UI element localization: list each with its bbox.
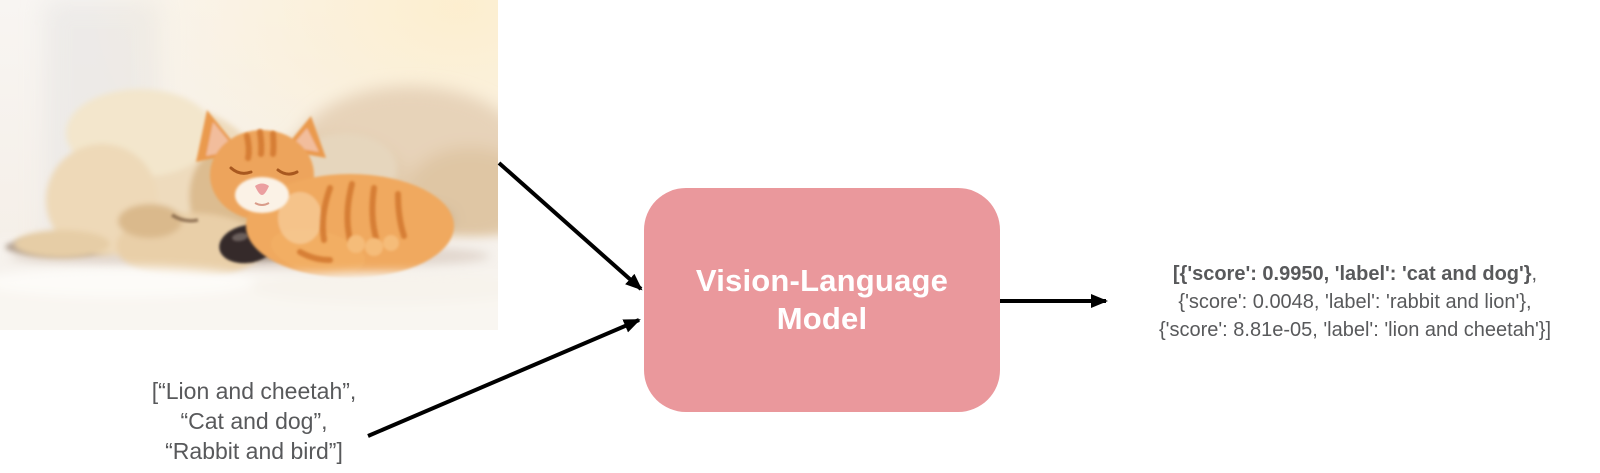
pet-photo-illustration [0,0,498,330]
candidate-label-line-2: “Cat and dog”, [180,408,328,434]
model-label-line-2: Model [776,301,868,336]
output-scores: [{'score': 0.9950, 'label': 'cat and dog… [1113,260,1597,344]
output-line-1: [{'score': 0.9950, 'label': 'cat and dog… [1113,260,1597,288]
kitten-mouth [254,202,270,206]
output-line-3: {'score': 8.81e-05, 'label': 'lion and c… [1158,319,1552,341]
arrow-image-to-model [497,161,643,291]
carpet-foreground [0,267,498,330]
kitten-closed-eyes [229,166,299,176]
model-label: Vision-Language Model [696,262,948,338]
kitten-stripes [244,129,407,263]
input-image [0,0,498,330]
kitten-nose [255,183,269,195]
model-label-line-1: Vision-Language [695,263,949,298]
candidate-label-line-1: [“Lion and cheetah”, [151,378,357,404]
kitten [196,110,454,278]
puppy-closed-eye [171,213,199,223]
model-box: Vision-Language Model [644,188,1000,412]
kitten-paw-toes [347,235,399,256]
output-line-1-tail: , [1531,263,1538,285]
output-line-2: {'score': 0.0048, 'label': 'rabbit and l… [1178,291,1532,313]
candidate-labels-list: [“Lion and cheetah”, “Cat and dog”, “Rab… [44,376,464,466]
candidate-label-line-3: “Rabbit and bird”] [165,438,343,464]
output-line-1-bold: [{'score': 0.9950, 'label': 'cat and dog… [1172,263,1532,285]
